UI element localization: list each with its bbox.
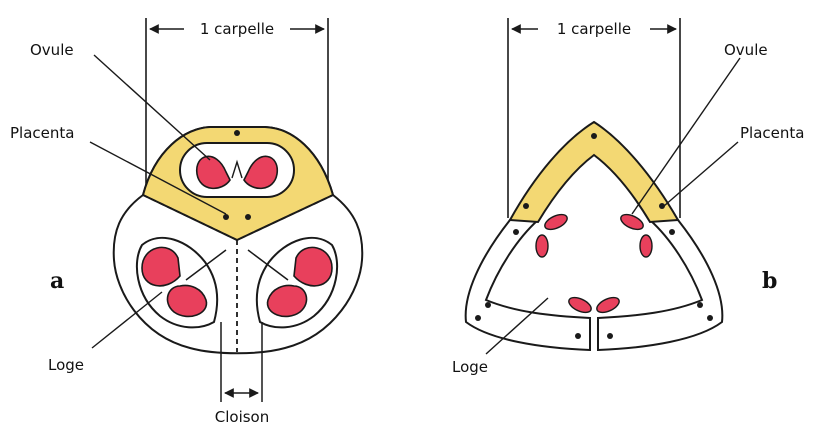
vascular-dot — [485, 302, 491, 308]
vascular-dot — [475, 315, 481, 321]
carpel-label-a: 1 carpelle — [200, 20, 274, 38]
ovule-a5 — [294, 247, 332, 285]
vascular-dot — [607, 333, 613, 339]
vascular-dot — [234, 130, 240, 136]
ovule-leader-a — [94, 55, 210, 160]
ovule-b6 — [595, 294, 622, 315]
vascular-dot — [707, 315, 713, 321]
ovule-b5 — [567, 294, 594, 315]
vascular-dot — [697, 302, 703, 308]
loge-label-b: Loge — [452, 358, 488, 376]
ovule-b3 — [536, 235, 548, 257]
partition-label: Cloison — [215, 408, 270, 426]
ovule-b1 — [543, 211, 570, 232]
vascular-dot — [245, 214, 251, 220]
ovule-leader-b — [632, 58, 740, 214]
vascular-dot — [591, 133, 597, 139]
vascular-dot — [223, 214, 229, 220]
ovule-label-b: Ovule — [724, 41, 768, 59]
panel-letter-a: a — [50, 268, 64, 294]
ovule-a3 — [142, 247, 180, 285]
vascular-dot — [513, 229, 519, 235]
diagram-b: 1 carpelle Ovule Placenta Loge b — [452, 18, 804, 376]
ovule-b2 — [619, 211, 646, 232]
carpel-label-b: 1 carpelle — [557, 20, 631, 38]
vascular-dot — [575, 333, 581, 339]
vascular-dot — [523, 203, 529, 209]
ovule-b4 — [640, 235, 652, 257]
panel-letter-b: b — [762, 268, 777, 294]
placenta-label-a: Placenta — [10, 124, 74, 142]
loge-label-a: Loge — [48, 356, 84, 374]
vascular-dot — [669, 229, 675, 235]
ovule-label-a: Ovule — [30, 41, 74, 59]
carpel-wall-left-b — [466, 220, 590, 350]
diagram-a: 1 carpelle Ov — [10, 18, 362, 426]
placenta-label-b: Placenta — [740, 124, 804, 142]
carpel-wall-right-b — [598, 220, 722, 350]
